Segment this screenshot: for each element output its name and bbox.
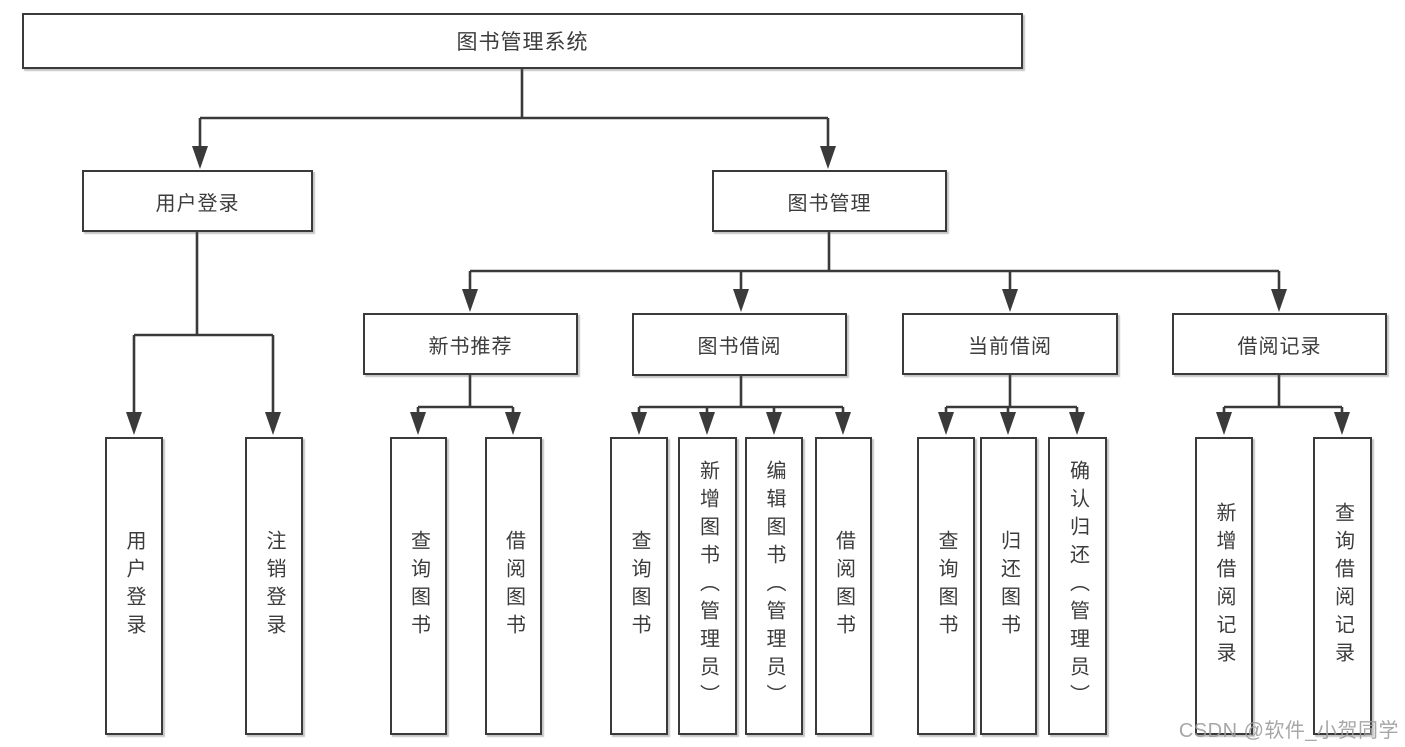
node-label: 查询借阅记录 xyxy=(1331,502,1354,670)
node-current-borrowing: 当前借阅 xyxy=(902,313,1118,375)
node-label: 借阅记录 xyxy=(1237,335,1322,358)
leaf-current-search-books: 查询图书 xyxy=(917,437,975,735)
node-label: 图书借阅 xyxy=(697,336,782,358)
node-label: 当前借阅 xyxy=(968,335,1052,358)
node-label: 注销登录 xyxy=(263,530,285,642)
leaf-current-return-books: 归还图书 xyxy=(980,437,1037,735)
node-user-login: 用户登录 xyxy=(82,170,313,232)
node-label: 新书推荐 xyxy=(428,335,513,358)
node-label: 用户登录 xyxy=(123,530,145,642)
node-new-book-recommendation: 新书推荐 xyxy=(363,313,578,375)
leaf-records-search-record: 查询借阅记录 xyxy=(1313,437,1372,735)
node-label: 借阅图书 xyxy=(502,530,525,642)
node-book-borrowing: 图书借阅 xyxy=(632,313,847,376)
leaf-borrowing-search-books: 查询图书 xyxy=(610,437,668,735)
leaf-borrowing-borrow-books: 借阅图书 xyxy=(815,437,872,735)
node-label: 查询图书 xyxy=(407,530,430,642)
node-label: 确认归还（管理员） xyxy=(1066,460,1089,712)
leaf-borrowing-edit-books-admin: 编辑图书（管理员） xyxy=(745,437,803,735)
node-label: 图书管理系统 xyxy=(456,31,589,54)
leaf-current-confirm-return-admin: 确认归还（管理员） xyxy=(1048,437,1107,735)
node-book-management: 图书管理 xyxy=(712,170,947,232)
node-label: 归还图书 xyxy=(997,530,1020,642)
node-label: 新增图书（管理员） xyxy=(696,460,719,712)
node-label: 新增借阅记录 xyxy=(1213,502,1235,670)
leaf-logout-login: 注销登录 xyxy=(245,437,303,735)
leaf-borrowing-add-books-admin: 新增图书（管理员） xyxy=(678,437,737,735)
watermark: CSDN @软件_小贺同学 xyxy=(1178,720,1399,742)
node-label: 图书管理 xyxy=(787,192,872,215)
node-label: 查询图书 xyxy=(935,530,957,642)
node-borrowing-records: 借阅记录 xyxy=(1172,313,1387,375)
leaf-recommend-search-books: 查询图书 xyxy=(390,437,447,735)
leaf-user-login: 用户登录 xyxy=(105,437,163,735)
leaf-recommend-borrow-books: 借阅图书 xyxy=(485,437,542,735)
node-label: 编辑图书（管理员） xyxy=(763,460,785,712)
node-label: 借阅图书 xyxy=(832,530,855,642)
node-label: 用户登录 xyxy=(155,192,240,215)
node-library-management-system: 图书管理系统 xyxy=(22,13,1023,69)
leaf-records-add-record: 新增借阅记录 xyxy=(1195,437,1253,735)
node-label: 查询图书 xyxy=(628,530,650,642)
